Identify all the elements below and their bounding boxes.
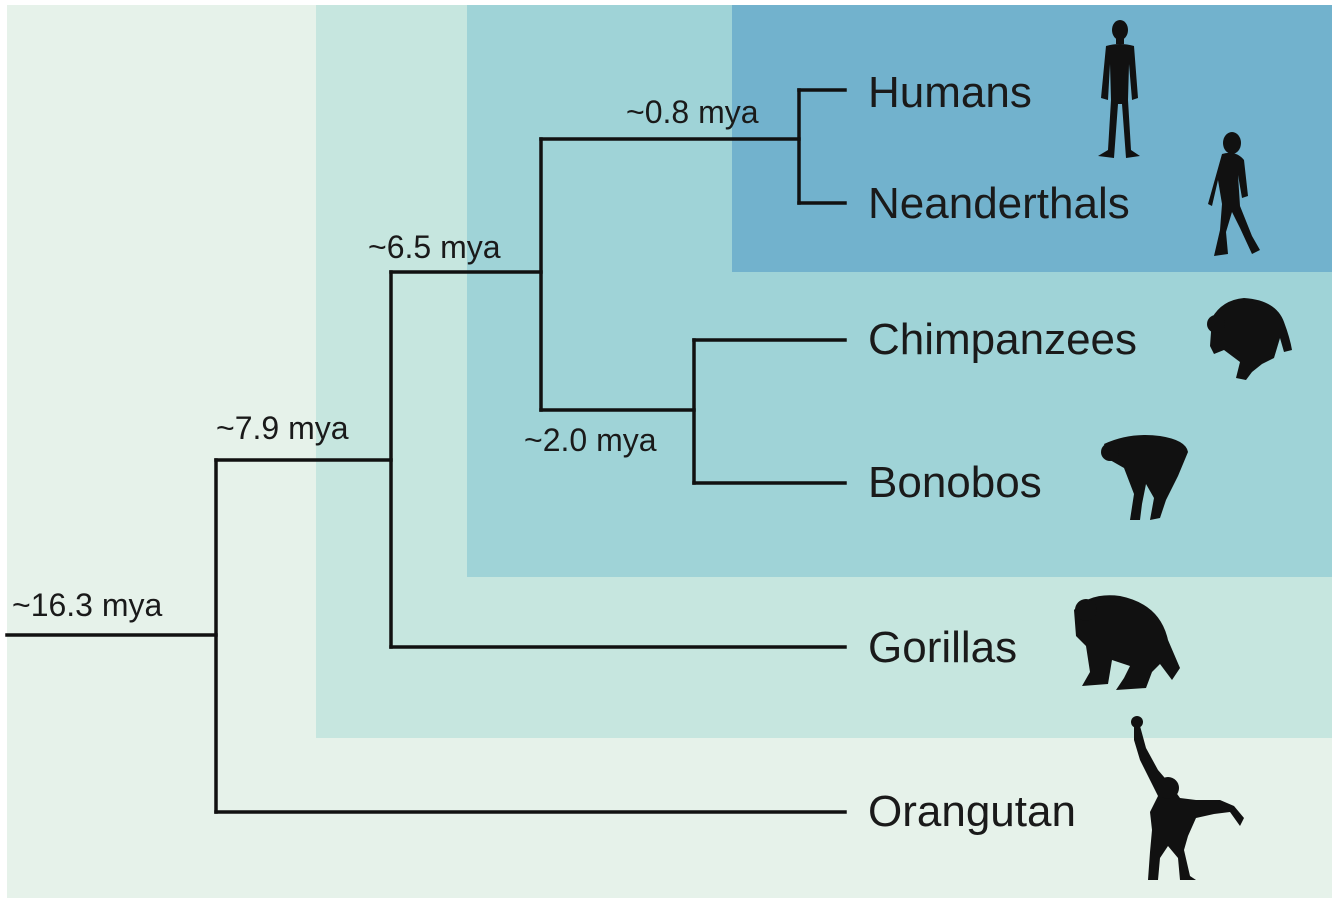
node-age-pan: ~2.0 mya: [524, 422, 657, 458]
node-age-homo: ~0.8 mya: [626, 94, 759, 130]
taxon-label-orangutan: Orangutan: [868, 787, 1076, 836]
node-age-african-apes: ~7.9 mya: [216, 410, 349, 446]
node-age-root: ~16.3 mya: [12, 587, 163, 623]
node-age-pan-homo: ~6.5 mya: [368, 229, 501, 265]
taxon-label-neanderthals: Neanderthals: [868, 179, 1130, 228]
taxon-label-gorillas: Gorillas: [868, 623, 1017, 672]
taxon-label-bonobos: Bonobos: [868, 458, 1042, 507]
taxon-label-humans: Humans: [868, 68, 1032, 117]
taxon-label-chimpanzees: Chimpanzees: [868, 315, 1137, 364]
